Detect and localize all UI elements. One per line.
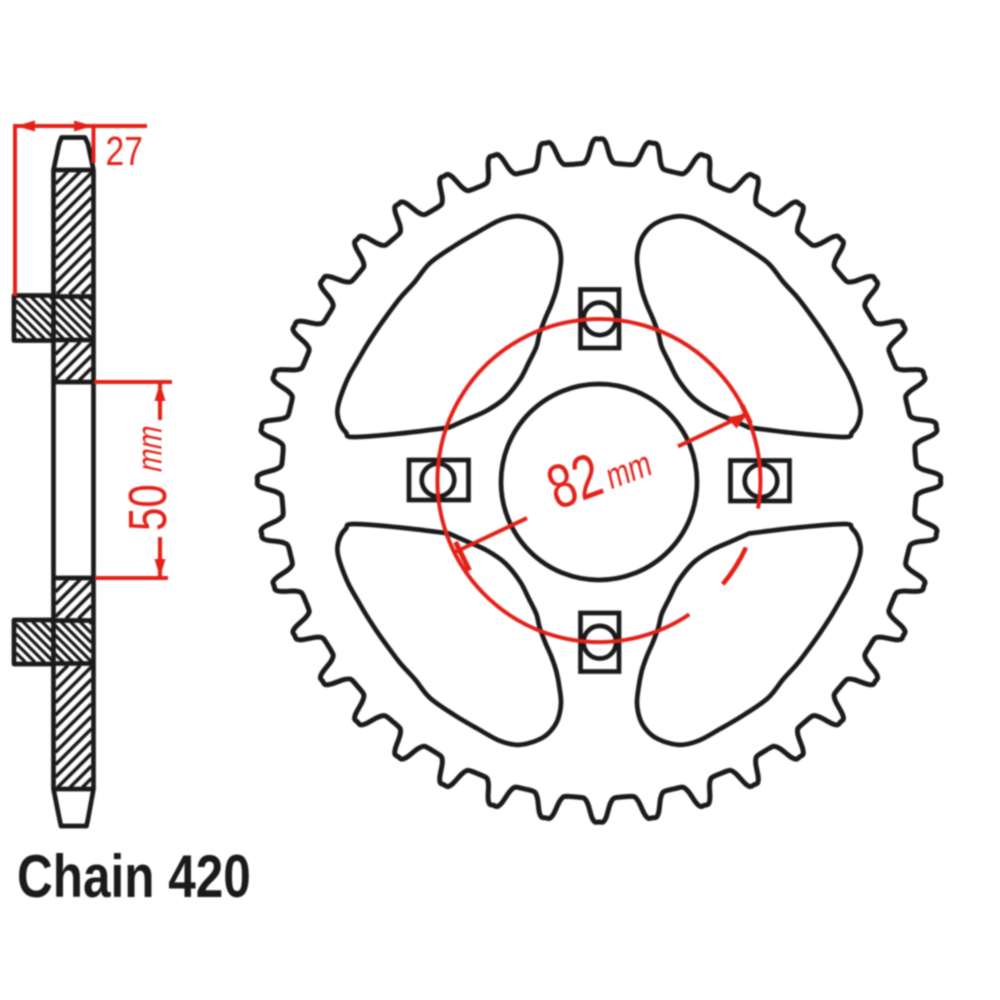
svg-text:50: 50: [118, 484, 178, 531]
svg-text:Chain 420: Chain 420: [17, 842, 251, 910]
svg-text:27: 27: [106, 128, 143, 174]
svg-text:mm: mm: [130, 421, 170, 475]
